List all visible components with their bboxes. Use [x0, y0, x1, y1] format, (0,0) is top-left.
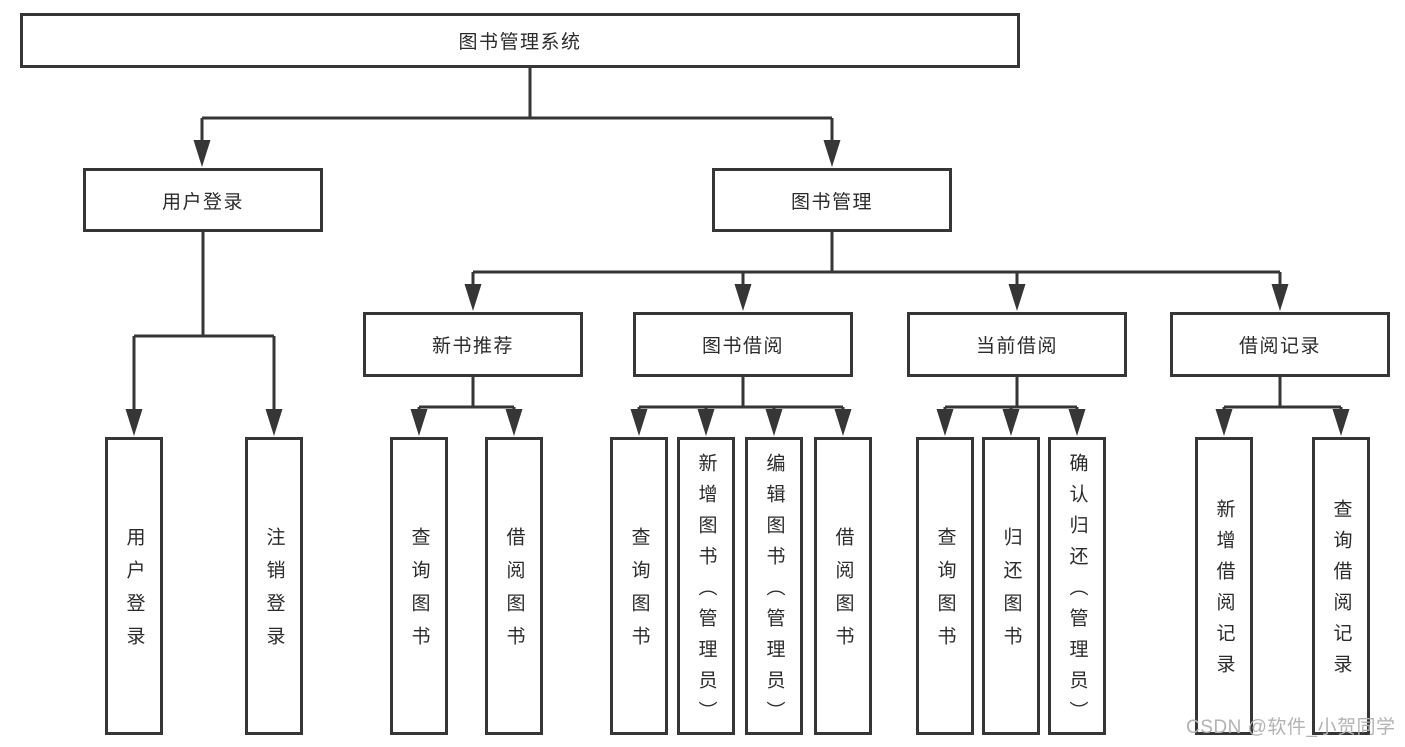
leaf-add-borrow-record-label: 新增借阅记录 [1213, 499, 1235, 685]
leaf-query-books-2: 查询图书 [610, 437, 668, 735]
node-book-borrow: 图书借阅 [633, 312, 853, 377]
connector-user-login-to-leaves [125, 232, 283, 436]
leaf-borrow-books-2-label: 借阅图书 [832, 527, 854, 659]
leaf-query-books-1-label: 查询图书 [408, 527, 430, 659]
leaf-confirm-return-admin-label: 确认归还（管理员） [1066, 452, 1088, 732]
leaf-add-books-admin-label: 新增图书（管理员） [695, 452, 717, 732]
node-user-login-label: 用户登录 [161, 191, 244, 213]
leaf-user-login-label: 用户登录 [123, 527, 145, 659]
leaf-query-books-3: 查询图书 [916, 437, 974, 735]
leaf-add-books-admin: 新增图书（管理员） [677, 437, 735, 735]
connector-records-to-leaves [1215, 377, 1350, 436]
node-current-borrow: 当前借阅 [907, 312, 1127, 377]
node-book-management-label: 图书管理 [790, 191, 873, 213]
node-borrow-records-label: 借阅记录 [1238, 336, 1321, 357]
connector-new-rec-to-leaves [410, 377, 523, 436]
leaf-edit-books-admin-label: 编辑图书（管理员） [763, 452, 785, 732]
leaf-user-login: 用户登录 [105, 437, 163, 735]
node-borrow-records: 借阅记录 [1170, 312, 1390, 377]
leaf-confirm-return-admin: 确认归还（管理员） [1048, 437, 1106, 735]
node-user-login: 用户登录 [83, 168, 323, 232]
node-current-borrow-label: 当前借阅 [975, 336, 1058, 357]
leaf-edit-books-admin: 编辑图书（管理员） [745, 437, 803, 735]
leaf-logout: 注销登录 [245, 437, 303, 735]
leaf-query-books-3-label: 查询图书 [934, 527, 956, 659]
node-new-book-recommend: 新书推荐 [363, 312, 583, 377]
leaf-query-borrow-record: 查询借阅记录 [1312, 437, 1370, 735]
leaf-logout-label: 注销登录 [263, 527, 285, 659]
leaf-return-books: 归还图书 [982, 437, 1040, 735]
node-book-management: 图书管理 [712, 168, 952, 232]
leaf-return-books-label: 归还图书 [1000, 527, 1022, 659]
leaf-borrow-books-1-label: 借阅图书 [503, 527, 525, 659]
node-library-system-label: 图书管理系统 [458, 32, 582, 53]
leaf-borrow-books-1: 借阅图书 [485, 437, 543, 735]
leaf-borrow-books-2: 借阅图书 [814, 437, 872, 735]
leaf-query-books-1: 查询图书 [390, 437, 448, 735]
connector-book-mgmt-to-level3 [464, 232, 1289, 311]
node-library-system: 图书管理系统 [20, 13, 1020, 68]
csdn-watermark: CSDN @软件_小贺同学 [1186, 717, 1396, 738]
connector-current-to-leaves [936, 377, 1086, 436]
node-new-book-recommend-label: 新书推荐 [431, 336, 514, 357]
connector-book-borrow-to-leaves [630, 377, 852, 436]
node-book-borrow-label: 图书借阅 [701, 336, 784, 357]
connector-root-to-level2 [193, 68, 841, 167]
leaf-add-borrow-record: 新增借阅记录 [1195, 437, 1253, 735]
leaf-query-borrow-record-label: 查询借阅记录 [1330, 499, 1352, 685]
leaf-query-books-2-label: 查询图书 [628, 527, 650, 659]
